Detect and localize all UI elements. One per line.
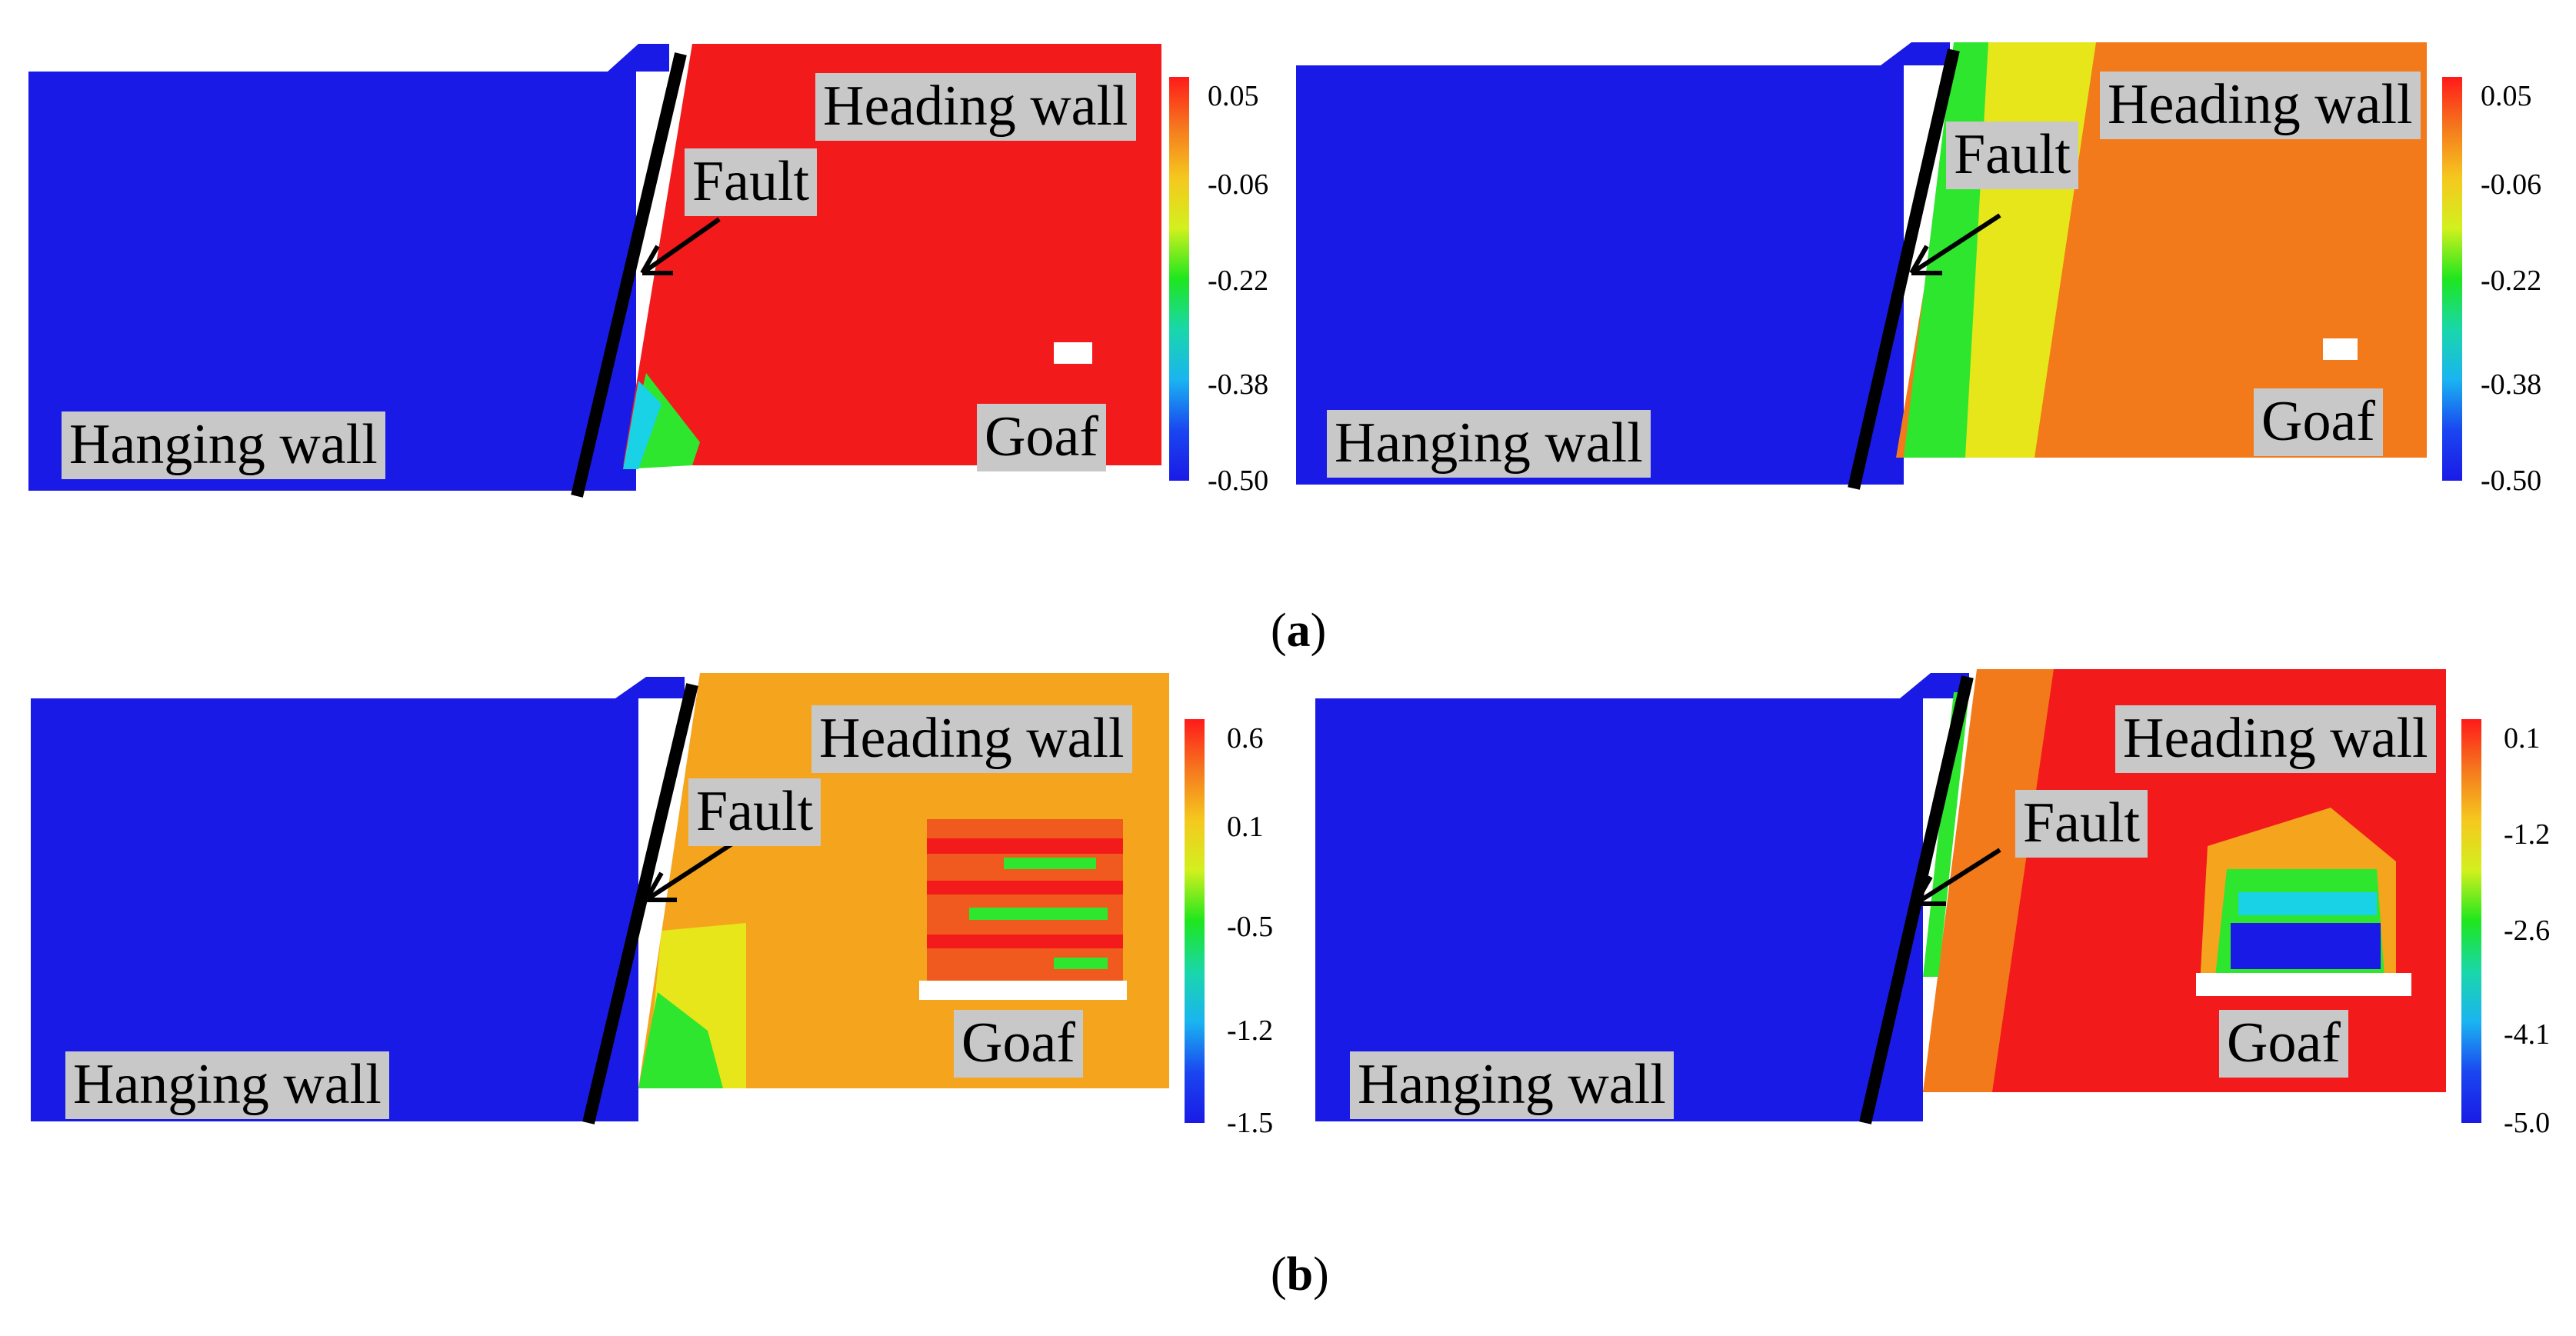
colorbar-tick: -1.2 [1227,1014,1274,1047]
goaf-void [919,981,1127,1000]
goaf-band-blue [2231,923,2381,969]
goaf-fracture-zone [2196,808,2411,996]
hanging-wall-label: Hanging wall [65,1051,389,1119]
caption-b-letter: b [1286,1248,1314,1301]
colorbar-tick: 0.05 [1208,80,1259,112]
heading-wall-label: Heading wall [2115,705,2436,773]
heading-wall-label: Heading wall [815,73,1136,141]
hanging-wall-label: Hanging wall [1350,1051,1674,1119]
colorbar-tick: -0.38 [1208,368,1269,401]
fault-zone-cyan [623,381,661,469]
colorbar-tick: 0.6 [1227,722,1264,755]
goaf-fracture-zone [919,819,1127,1000]
goaf-band-red [927,838,1123,854]
goaf-band-green [1054,958,1108,969]
colorbar-tick: 0.1 [2504,722,2541,755]
goaf-band-green [969,908,1108,920]
colorbar-tick: -0.38 [2481,368,2542,401]
fault-label: Fault [685,148,818,216]
goaf-void [2323,338,2358,360]
colorbar [1185,719,1205,1123]
panel-a-left: Hanging wall Heading wall Fault Goaf 0.0… [23,42,1268,504]
hanging-wall-slope [1900,673,1969,698]
fault-label: Fault [1946,122,2079,189]
colorbar-tick: -4.1 [2504,1018,2551,1051]
fault-arrow [1909,213,2001,275]
colorbar-tick: -0.50 [2481,465,2542,497]
colorbar [1169,77,1189,481]
colorbar-tick: -0.06 [2481,168,2542,201]
colorbar-tick: -0.06 [1208,168,1269,201]
fault-line [571,52,687,498]
colorbar-tick: 0.05 [2481,80,2532,112]
fault-arrow [640,217,721,275]
hanging-wall-slope [1881,42,1950,65]
colorbar-tick: -1.2 [2504,818,2551,851]
panel-b-right: Hanging wall Heading wall Fault Goaf 0.1… [1315,669,2550,1146]
fault-arrow [644,840,736,902]
goaf-void [1054,342,1092,364]
hanging-wall-label: Hanging wall [1327,410,1651,478]
goaf-label: Goaf [977,404,1106,471]
panel-b-left: Hanging wall Heading wall Fault Goaf 0.6… [31,669,1273,1146]
goaf-label: Goaf [954,1010,1083,1078]
colorbar-tick: -2.6 [2504,915,2551,947]
colorbar-tick: -5.0 [2504,1107,2551,1139]
goaf-band-cyan [2238,892,2377,915]
caption-a: (a) [1271,605,1327,657]
goaf-void [2196,973,2411,996]
fault-label: Fault [688,778,821,846]
goaf-band-red [927,881,1123,895]
heading-wall-label: Heading wall [2100,72,2421,139]
goaf-label: Goaf [2219,1010,2348,1078]
panel-b-left-plot [31,673,1169,1124]
fault-label: Fault [2015,790,2148,858]
colorbar-tick: -0.5 [1227,911,1274,943]
fault-line [582,683,698,1124]
panel-b-right-plot [1315,669,2446,1124]
caption-a-letter: a [1286,605,1311,657]
caption-b: (b) [1271,1248,1329,1301]
fault-zone-orange [1923,669,2054,1092]
colorbar-tick: -0.50 [1208,465,1269,497]
colorbar-tick: -0.22 [2481,265,2542,297]
hanging-wall-region [31,698,638,1121]
heading-wall-label: Heading wall [811,705,1132,773]
hanging-wall-slope [615,677,685,698]
fault-zone-green [638,992,723,1088]
goaf-label: Goaf [2254,388,2383,456]
colorbar-tick: 0.1 [1227,811,1264,843]
colorbar-tick: -1.5 [1227,1107,1274,1139]
hanging-wall-slope [608,44,669,72]
colorbar [2461,719,2481,1123]
fault-line [1848,48,1960,490]
colorbar-tick: -0.22 [1208,265,1269,297]
panel-a-right: Hanging wall Heading wall Fault Goaf 0.0… [1296,42,2542,504]
fault-arrow [1913,848,2001,906]
goaf-band-red [927,935,1123,948]
colorbar [2442,77,2462,481]
goaf-band-green [1004,858,1096,869]
hanging-wall-label: Hanging wall [62,411,385,479]
hanging-wall-region [1315,698,1923,1121]
